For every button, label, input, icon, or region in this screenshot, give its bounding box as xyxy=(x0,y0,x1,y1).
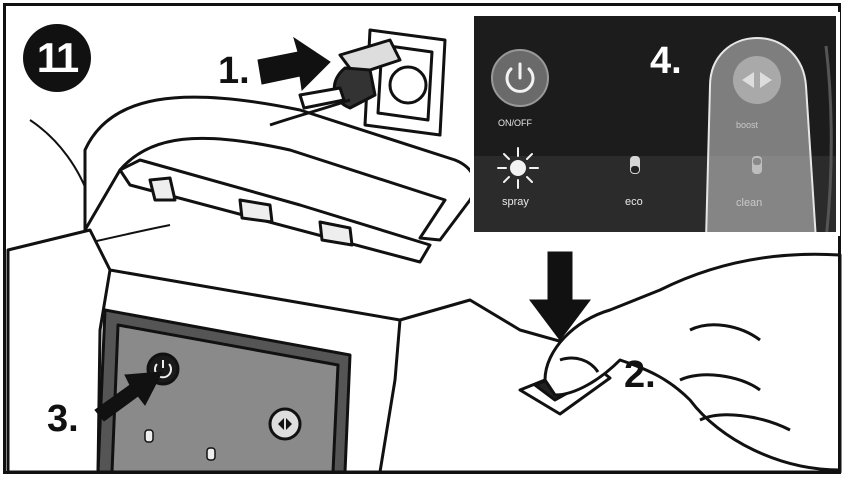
finger-icon xyxy=(705,36,817,232)
clean-toggle-icon xyxy=(752,156,762,174)
figure-frame xyxy=(3,3,841,474)
eco-label: eco xyxy=(625,196,643,208)
boost-label: boost xyxy=(736,120,759,130)
spray-label: spray xyxy=(502,196,529,208)
wall-socket xyxy=(269,28,447,137)
arrow-icon xyxy=(257,36,331,92)
eco-toggle-icon xyxy=(630,156,640,174)
arrow-icon xyxy=(94,371,163,422)
step-4-label: 4. xyxy=(650,40,682,82)
control-panel-inset: ON/OFF boost spray eco clean xyxy=(470,12,840,236)
step-3-label: 3. xyxy=(47,398,79,440)
on-off-label: ON/OFF xyxy=(498,118,532,128)
step-badge: 11 xyxy=(23,24,91,92)
step-1-label: 1. xyxy=(218,50,250,92)
finger-icon xyxy=(543,252,842,472)
machine-handle xyxy=(83,95,477,264)
power-icon xyxy=(491,49,549,107)
inset-art xyxy=(491,36,833,232)
clean-label: clean xyxy=(736,197,763,209)
step-2-label: 2. xyxy=(624,354,656,396)
sun-spray-icon xyxy=(497,147,539,189)
arrow-icon xyxy=(529,251,591,341)
machine-front-panel xyxy=(96,308,352,474)
